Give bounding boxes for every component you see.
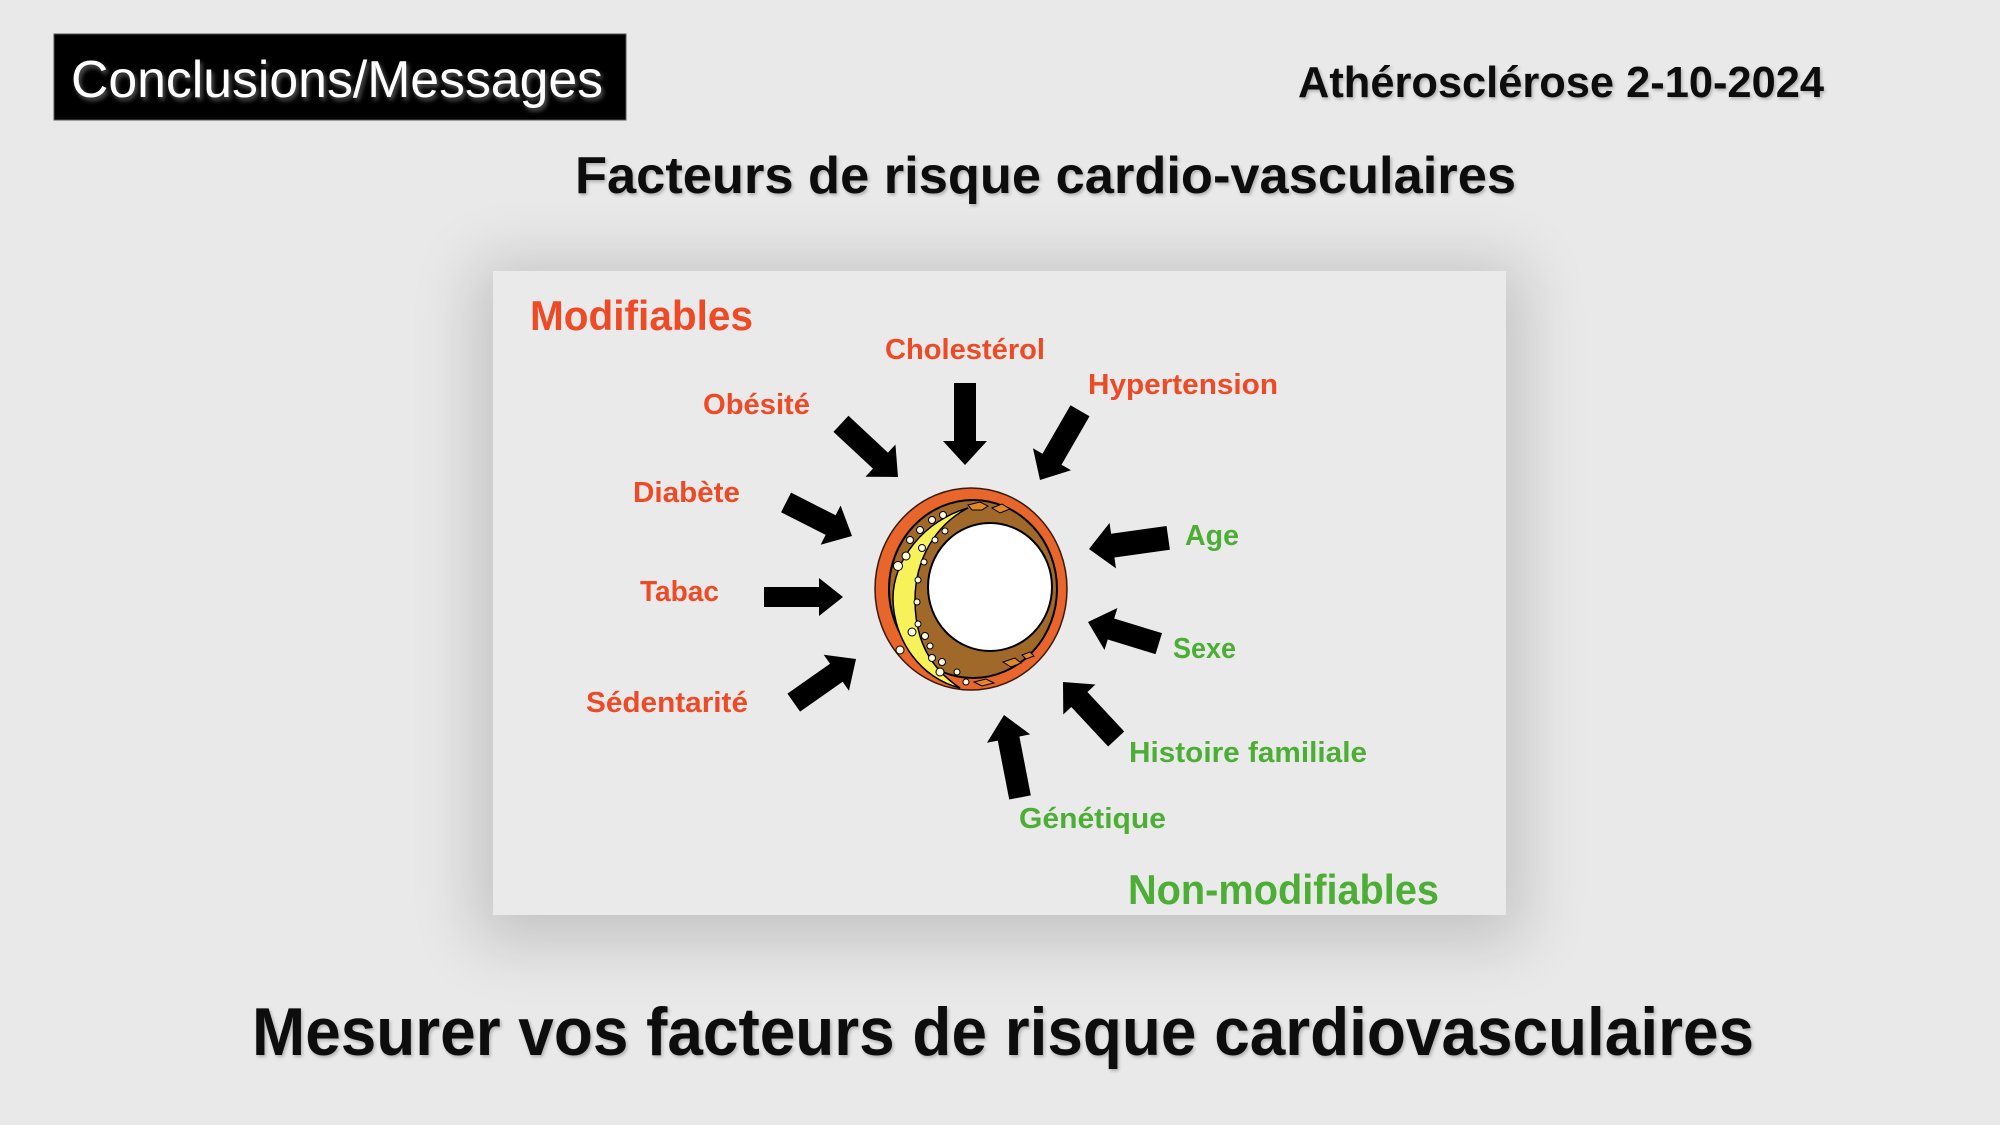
factor-label-sexe: Sexe: [1173, 633, 1236, 665]
arrow-histoire-familiale-icon: [1063, 682, 1125, 747]
factor-label-obesite: Obésité: [703, 389, 810, 421]
factor-label-genetique: Génétique: [1019, 803, 1166, 835]
factor-label-age: Age: [1185, 520, 1239, 552]
arrow-genetique-icon: [986, 715, 1031, 800]
risk-factor-diagram: Modifiables Non-modifiables Cholestérol …: [530, 292, 1439, 913]
factor-label-tabac: Tabac: [640, 576, 719, 608]
section-title-background: [53, 33, 627, 121]
arrow-sedentarite-icon: [787, 654, 856, 712]
slide-subtitle: Facteurs de risque cardio-vasculaires: [575, 147, 1516, 205]
arrow-age-icon: [1089, 522, 1170, 569]
arrow-tabac-icon: [764, 578, 843, 616]
date-topic-label: Athérosclérose 2-10-2024: [1298, 58, 1825, 107]
non-modifiable-heading: Non-modifiables: [1128, 866, 1439, 913]
factor-label-hypertension: Hypertension: [1088, 369, 1278, 401]
arrow-cholesterol-icon: [943, 383, 987, 465]
factor-label-histoire-familiale: Histoire familiale: [1129, 737, 1367, 769]
factor-label-sedentarite: Sédentarité: [586, 687, 748, 719]
arrow-obesite-icon: [833, 415, 898, 477]
footer-message: Mesurer vos facteurs de risque cardiovas…: [252, 994, 1754, 1070]
modifiable-heading: Modifiables: [530, 292, 753, 339]
factor-label-diabete: Diabète: [633, 477, 740, 509]
section-title: Conclusions/Messages: [71, 51, 603, 109]
arrow-hypertension-icon: [1032, 405, 1090, 480]
factor-label-cholesterol: Cholestérol: [885, 334, 1045, 366]
arrow-diabete-icon: [781, 492, 852, 545]
artery-cross-section-icon: [874, 487, 1068, 691]
section-title-box: Conclusions/Messages: [53, 33, 627, 121]
arrow-sexe-icon: [1088, 607, 1162, 655]
